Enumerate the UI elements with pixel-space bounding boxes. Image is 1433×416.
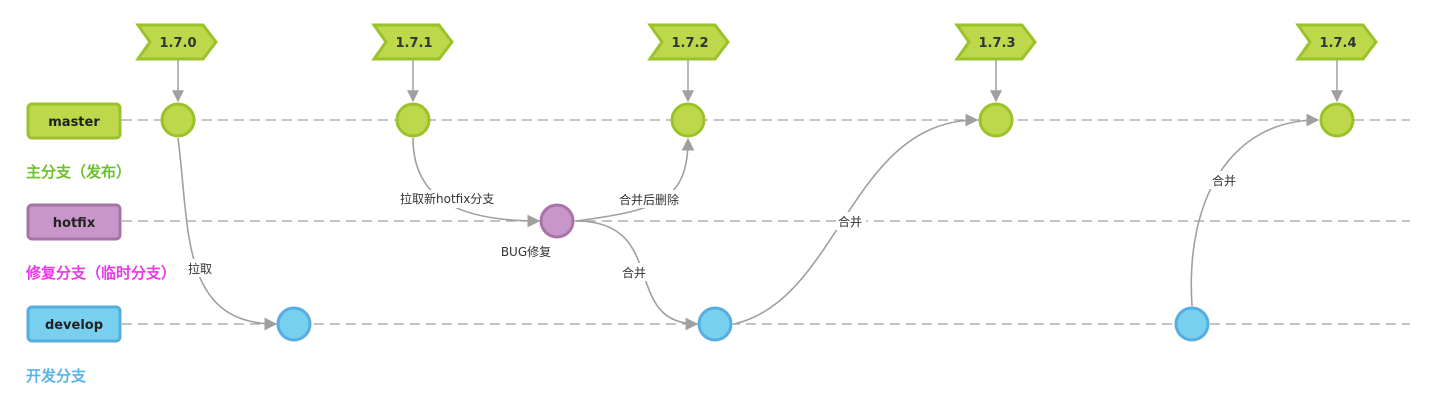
tag-1-7-1: 1.7.1 (371, 23, 454, 61)
develop-branch-label: develop (45, 318, 103, 333)
edge-label-pull: 拉取 (188, 261, 212, 276)
edge-merge-master-174 (1190, 113, 1320, 307)
master-commit-node[interactable] (395, 102, 431, 138)
hotfix-branch-label: hotfix (53, 216, 96, 231)
master-branch-desc: 主分支（发布） (26, 163, 131, 181)
develop-commit-node[interactable] (1174, 306, 1210, 342)
tag-label: 1.7.1 (395, 36, 432, 51)
develop-commit-node[interactable] (697, 306, 733, 342)
hotfix-branch-box[interactable]: hotfix (26, 203, 122, 241)
master-commit-node[interactable] (1319, 102, 1355, 138)
edge-pull-hotfix (412, 137, 541, 228)
develop-commit-node[interactable] (276, 306, 312, 342)
edge-label-merge-develop: 合并 (622, 265, 646, 280)
master-commit-node[interactable] (670, 102, 706, 138)
tag-label: 1.7.2 (671, 36, 708, 51)
master-branch-box[interactable]: master (26, 102, 122, 140)
master-branch-label: master (48, 115, 100, 130)
tag-label: 1.7.4 (1319, 36, 1356, 51)
hotfix-branch-desc: 修复分支（临时分支） (25, 264, 176, 282)
edge-label-merge-173: 合并 (838, 214, 862, 229)
develop-branch-box[interactable]: develop (26, 305, 122, 343)
master-commit-node[interactable] (160, 102, 196, 138)
develop-branch-desc: 开发分支 (26, 367, 87, 385)
edge-label-merge-174: 合并 (1212, 173, 1236, 188)
tag-1-7-3: 1.7.3 (954, 23, 1037, 61)
hotfix-commit-node[interactable] (539, 203, 575, 239)
tag-label: 1.7.3 (978, 36, 1015, 51)
master-commit-node[interactable] (978, 102, 1014, 138)
edge-label-merge-delete: 合并后删除 (619, 192, 679, 207)
edge-label-pull-hotfix: 拉取新hotfix分支 (400, 191, 494, 206)
tag-1-7-0: 1.7.0 (135, 23, 218, 61)
tag-label: 1.7.0 (159, 36, 196, 51)
tag-1-7-2: 1.7.2 (647, 23, 730, 61)
edge-merge-master-172 (575, 137, 695, 222)
edge-pull-develop (177, 137, 278, 331)
tag-1-7-4: 1.7.4 (1295, 23, 1378, 61)
node-label-bug-fix: BUG修复 (501, 244, 551, 259)
